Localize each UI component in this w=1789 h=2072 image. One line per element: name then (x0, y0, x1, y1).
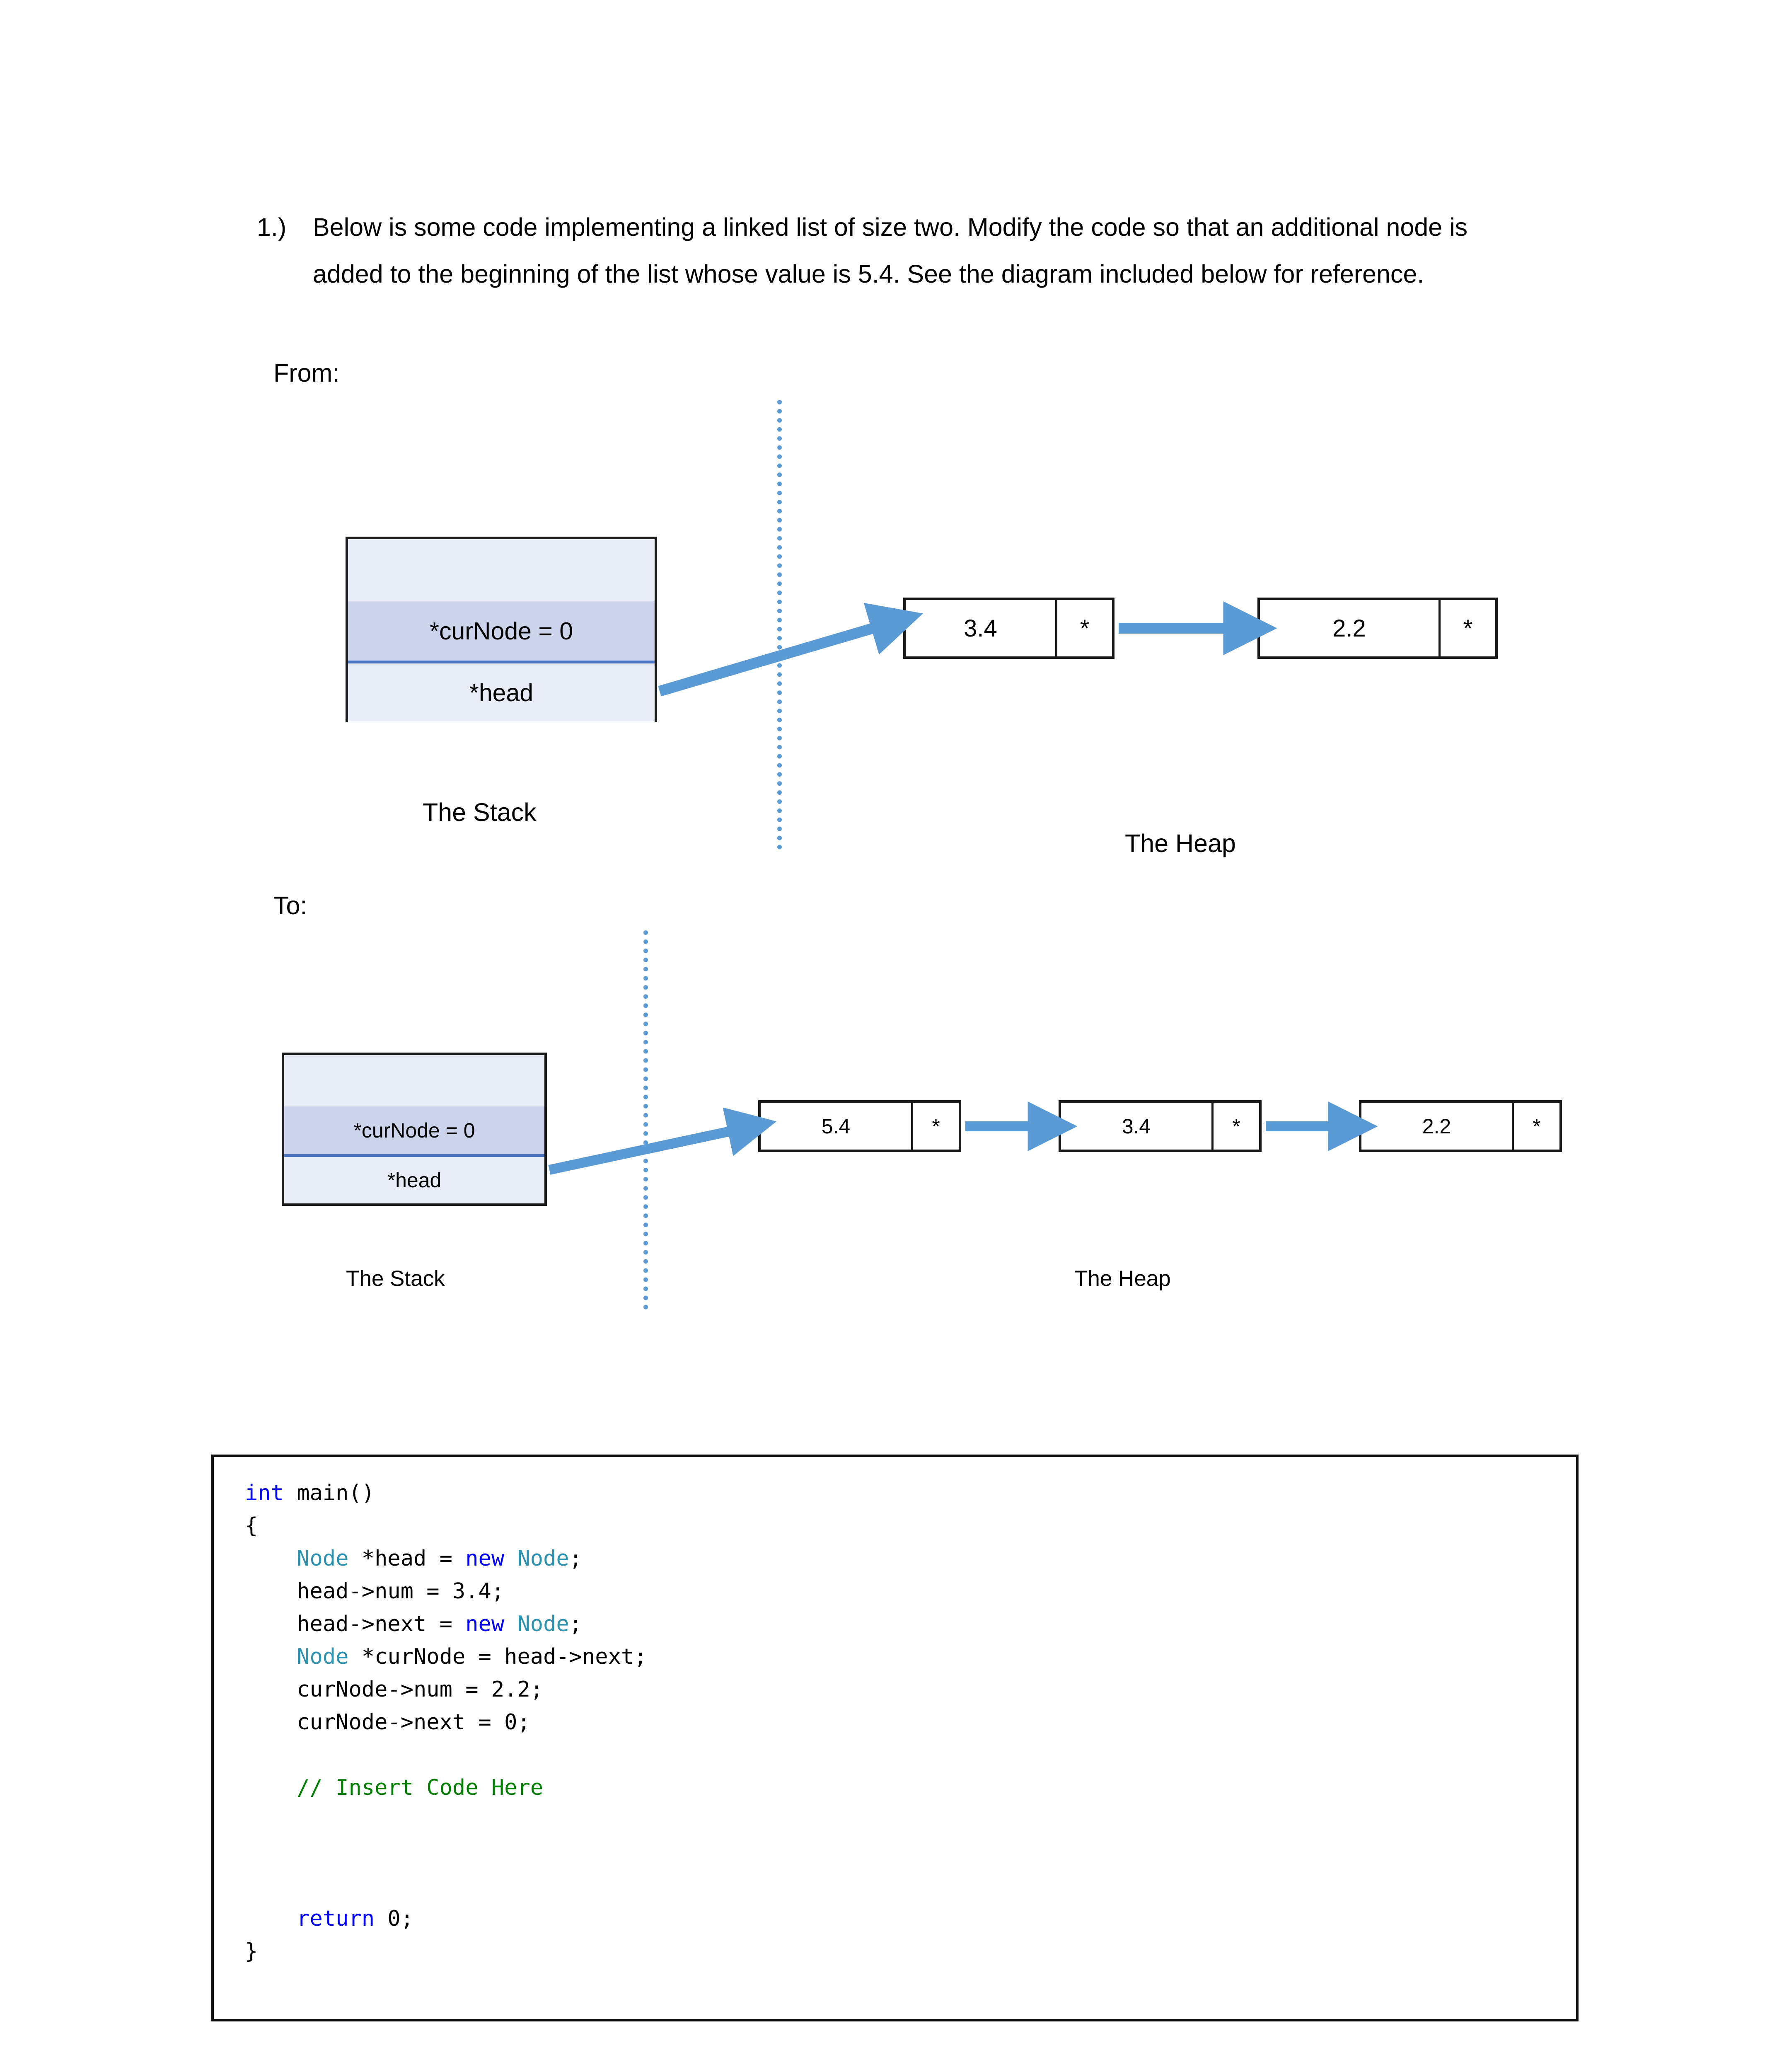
code-token (504, 1612, 517, 1636)
stack-frame-from: *curNode = 0 *head (346, 537, 657, 722)
stack-heap-divider-to (643, 930, 648, 1310)
code-line (245, 1870, 647, 1903)
stack-row-head-label-from: *head (469, 679, 534, 707)
stack-row-curnode-to: *curNode = 0 (284, 1106, 544, 1157)
stack-frame-to: *curNode = 0 *head (282, 1053, 547, 1206)
code-token: int (245, 1481, 284, 1506)
code-token: *head = (348, 1546, 466, 1571)
heap-node-from-0-pointer: * (1080, 615, 1090, 642)
code-line: } (245, 1935, 647, 1968)
heap-node-from-1-value: 2.2 (1260, 600, 1441, 656)
stack-row-empty-to (284, 1055, 544, 1106)
code-line: { (245, 1510, 647, 1542)
code-source: int main() { Node *head = new Node; head-… (245, 1477, 647, 1968)
code-token: Node (297, 1546, 349, 1571)
zone-label-stack-to: The Stack (346, 1266, 445, 1291)
code-line (245, 1837, 647, 1870)
code-token: { (245, 1513, 258, 1538)
stack-row-curnode-label-to: *curNode = 0 (353, 1118, 475, 1142)
code-token: Node (297, 1644, 349, 1669)
code-token: new (465, 1612, 505, 1636)
code-token: main() (283, 1481, 375, 1506)
code-token: 0; (375, 1906, 413, 1931)
heap-node-to-2: 2.2 * (1359, 1100, 1562, 1152)
heap-node-to-0-value: 5.4 (761, 1103, 913, 1150)
stack-row-curnode-from: *curNode = 0 (348, 601, 655, 663)
heap-node-to-0-pointer: * (932, 1114, 940, 1138)
code-line: int main() (245, 1477, 647, 1510)
label-to: To: (273, 891, 307, 920)
code-token (245, 1546, 297, 1571)
code-token: return (297, 1906, 375, 1931)
heap-node-from-1: 2.2 * (1257, 598, 1498, 659)
code-token: curNode->next = 0; (245, 1710, 530, 1735)
code-token: head->next = (245, 1612, 466, 1636)
code-token: Node (517, 1546, 569, 1571)
code-line: Node *head = new Node; (245, 1542, 647, 1575)
code-line: head->next = new Node; (245, 1608, 647, 1641)
code-token: // Insert Code Here (245, 1775, 544, 1800)
heap-node-to-2-pointer: * (1533, 1114, 1541, 1138)
code-token: } (245, 1939, 258, 1964)
heap-node-to-1-pointer: * (1232, 1114, 1240, 1138)
heap-node-to-2-value: 2.2 (1361, 1103, 1514, 1150)
stack-row-head-from: *head (348, 663, 655, 722)
code-line: curNode->next = 0; (245, 1706, 647, 1739)
code-line: return 0; (245, 1903, 647, 1935)
code-token: ; (569, 1546, 583, 1571)
code-token: *curNode = head->next; (348, 1644, 647, 1669)
stack-row-head-to: *head (284, 1157, 544, 1203)
code-token (504, 1546, 517, 1571)
heap-node-to-1: 3.4 * (1059, 1100, 1262, 1152)
zone-label-stack-from: The Stack (423, 798, 537, 826)
question-text: Below is some code implementing a linked… (313, 213, 1468, 288)
zone-label-heap-from: The Heap (1125, 829, 1236, 857)
stack-row-curnode-label-from: *curNode = 0 (429, 617, 573, 645)
code-line: head->num = 3.4; (245, 1575, 647, 1608)
code-block: int main() { Node *head = new Node; head-… (211, 1455, 1579, 2021)
label-from: From: (273, 359, 340, 387)
code-token: ; (569, 1612, 582, 1636)
stack-row-empty-from (348, 539, 655, 601)
heap-node-from-1-pointer: * (1463, 615, 1473, 642)
code-line: // Insert Code Here (245, 1772, 647, 1804)
code-token: curNode->num = 2.2; (245, 1677, 544, 1702)
heap-node-from-0: 3.4 * (903, 598, 1114, 659)
code-token: new (465, 1546, 505, 1571)
zone-label-heap-to: The Heap (1074, 1266, 1171, 1291)
heap-node-to-0: 5.4 * (758, 1100, 961, 1152)
heap-node-from-0-value: 3.4 (906, 600, 1057, 656)
stack-heap-divider-from (777, 400, 782, 850)
code-token: head->num = 3.4; (245, 1579, 505, 1604)
code-token: Node (517, 1612, 569, 1636)
heap-node-to-1-value: 3.4 (1061, 1103, 1214, 1150)
code-line (245, 1804, 647, 1837)
code-line (245, 1739, 647, 1772)
code-token (245, 1906, 297, 1931)
code-line: curNode->num = 2.2; (245, 1673, 647, 1706)
stack-row-head-label-to: *head (387, 1169, 442, 1192)
code-line: Node *curNode = head->next; (245, 1641, 647, 1673)
question-number: 1.) (257, 213, 287, 241)
question-block: 1.) Below is some code implementing a li… (257, 204, 1541, 298)
code-token (245, 1644, 297, 1669)
